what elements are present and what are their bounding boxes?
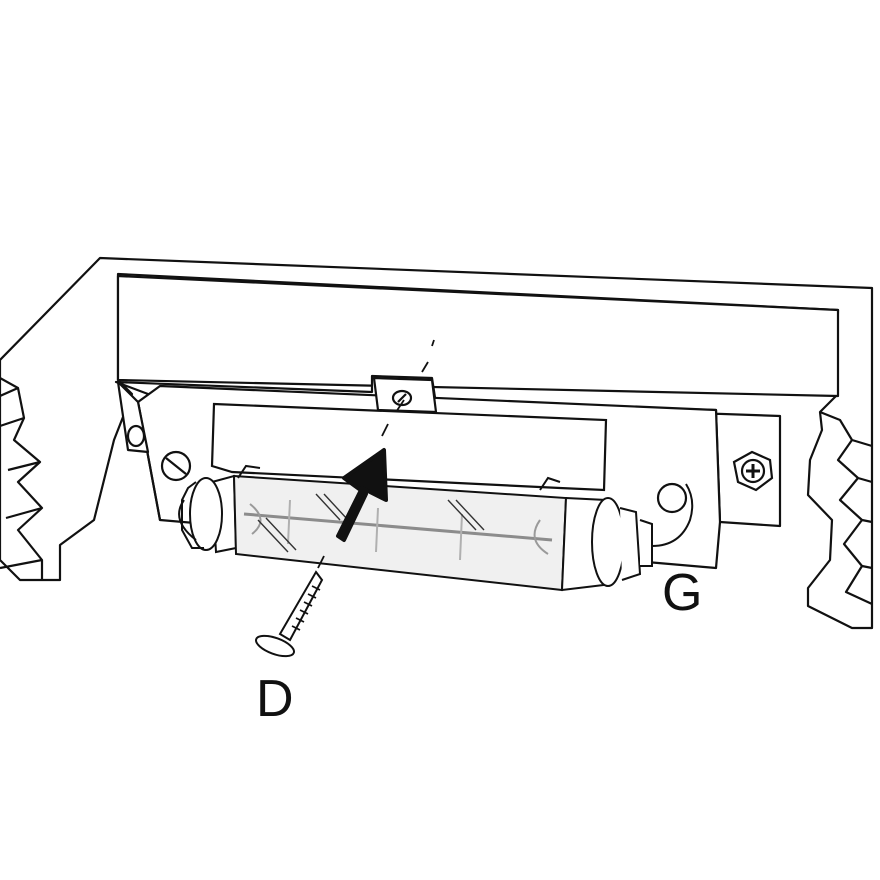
guide-lines — [317, 339, 435, 569]
plate-fasteners — [160, 450, 774, 514]
left-tab-hole — [126, 424, 146, 448]
housing — [0, 256, 874, 630]
arrow-up-right-icon — [336, 448, 388, 542]
right-mount-hole — [656, 482, 688, 514]
label-g: G — [662, 564, 702, 622]
housing-left-edge — [0, 377, 44, 580]
reflector-sheet — [210, 402, 608, 492]
screw-shaft — [278, 570, 324, 642]
screw-head — [255, 634, 295, 658]
phillips-screw-icon — [732, 450, 774, 492]
lamp-filament — [243, 512, 553, 542]
lamp-clip-right — [539, 476, 561, 491]
screw-d — [255, 570, 324, 658]
housing-inner-panel — [116, 274, 840, 398]
lamp-assembly — [178, 464, 694, 592]
glass-reflection-marks — [257, 493, 485, 553]
lamp-clip-left — [237, 464, 261, 479]
label-d: D — [256, 670, 294, 728]
housing-right-edge — [819, 410, 873, 605]
lamp-wire — [651, 483, 694, 547]
